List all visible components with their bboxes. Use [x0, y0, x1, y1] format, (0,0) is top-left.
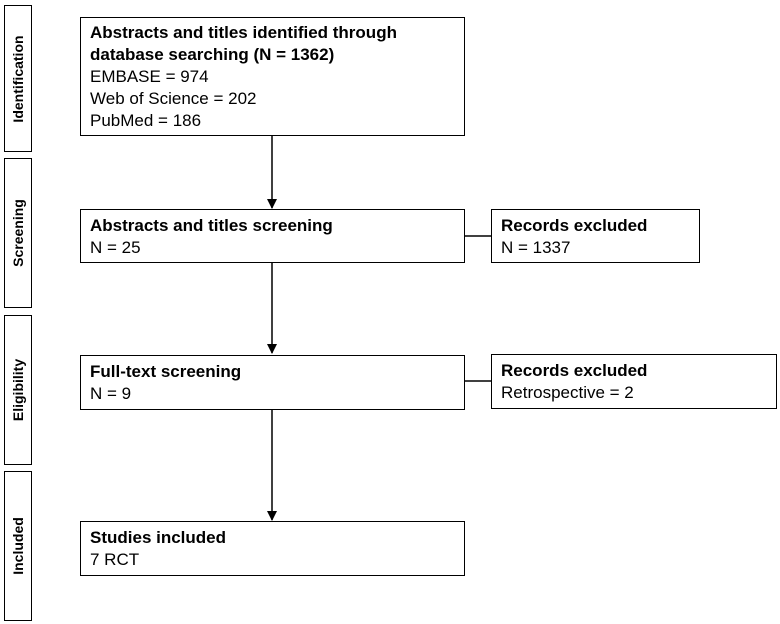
box-line: N = 25 [90, 238, 141, 257]
box-studies-included: Studies included 7 RCT [80, 521, 465, 576]
box-excluded-fulltext: Records excluded Retrospective = 2 [491, 354, 777, 409]
box-title: Abstracts and titles identified through … [90, 23, 397, 64]
box-line: 7 RCT [90, 550, 140, 569]
box-title: Studies included [90, 528, 227, 547]
box-title: Records excluded [501, 216, 648, 235]
stage-included: Included [4, 471, 32, 621]
box-identified-records: Abstracts and titles identified through … [80, 17, 465, 136]
box-line: EMBASE = 974 [90, 67, 209, 86]
box-fulltext-screening: Full-text screening N = 9 [80, 355, 465, 410]
box-abstract-screening: Abstracts and titles screening N = 25 [80, 209, 465, 263]
box-title: Full-text screening [90, 362, 242, 381]
box-line: PubMed = 186 [90, 111, 202, 130]
box-line: Web of Science = 202 [90, 89, 257, 108]
box-line: N = 1337 [501, 238, 571, 257]
box-line: N = 9 [90, 384, 132, 403]
box-excluded-screening: Records excluded N = 1337 [491, 209, 700, 263]
stage-eligibility: Eligibility [4, 315, 32, 465]
box-title: Records excluded [501, 361, 648, 380]
stage-screening: Screening [4, 158, 32, 308]
stage-identification: Identification [4, 5, 32, 152]
box-title: Abstracts and titles screening [90, 216, 333, 235]
box-line: Retrospective = 2 [501, 383, 634, 402]
